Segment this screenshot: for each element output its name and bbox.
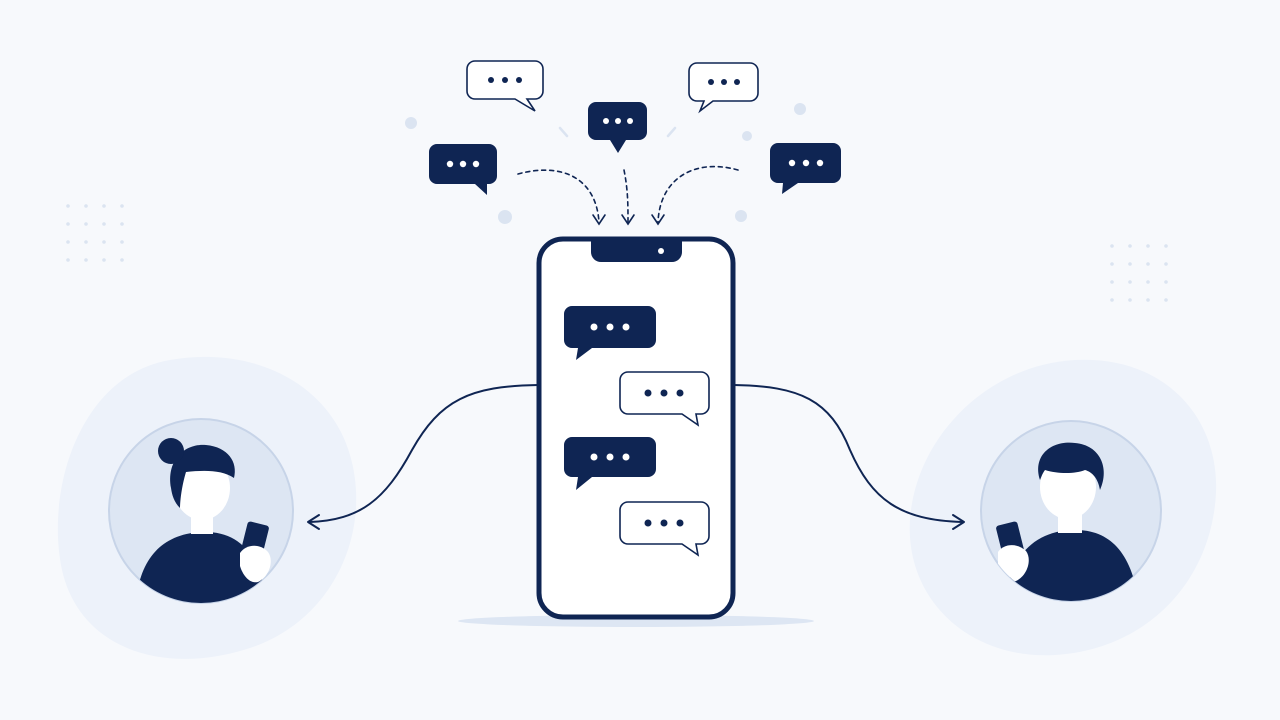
grid-dot xyxy=(102,222,106,226)
grid-dot xyxy=(66,204,70,208)
decor-dot xyxy=(735,210,747,222)
grid-dot xyxy=(66,258,70,262)
grid-dot xyxy=(120,204,124,208)
grid-dot xyxy=(1146,280,1150,284)
decor-dot xyxy=(498,210,512,224)
grid-dot xyxy=(120,258,124,262)
phone-message-incoming xyxy=(564,306,656,360)
grid-dot xyxy=(84,222,88,226)
woman-with-phone-icon xyxy=(108,418,294,604)
phone-notch xyxy=(591,241,682,262)
typing-speech-bubble-icon xyxy=(770,143,841,194)
grid-dot xyxy=(1128,244,1132,248)
typing-speech-bubble-icon xyxy=(429,144,497,195)
grid-dot xyxy=(120,240,124,244)
phone-message-incoming xyxy=(564,437,656,490)
grid-dot xyxy=(84,258,88,262)
grid-dot xyxy=(1164,262,1168,266)
grid-dot xyxy=(1146,262,1150,266)
phone-message-outgoing xyxy=(619,501,710,557)
grid-dot xyxy=(1128,298,1132,302)
phone-camera xyxy=(658,248,664,254)
connector-to-right-person xyxy=(733,384,965,530)
grid-dot xyxy=(1164,244,1168,248)
connector-to-left-person xyxy=(307,384,539,530)
grid-dot xyxy=(102,240,106,244)
phone-shadow xyxy=(458,615,814,627)
grid-dot xyxy=(1110,244,1114,248)
grid-dot xyxy=(84,204,88,208)
decor-dash xyxy=(558,126,569,138)
decor-dot xyxy=(794,103,806,115)
grid-dot xyxy=(1110,280,1114,284)
decor-dot xyxy=(742,131,752,141)
incoming-arrows xyxy=(517,165,739,226)
phone-body xyxy=(536,236,736,620)
decor-dash xyxy=(666,126,677,138)
grid-dot xyxy=(84,240,88,244)
decor-dot xyxy=(405,117,417,129)
smartphone-icon xyxy=(536,236,736,620)
dashed-arrow-middle xyxy=(623,169,629,223)
typing-speech-bubble-icon xyxy=(588,102,647,153)
dot-grid-right xyxy=(1110,244,1168,302)
grid-dot xyxy=(66,240,70,244)
dashed-arrow-left xyxy=(517,169,600,223)
typing-speech-bubble-icon xyxy=(466,60,544,112)
grid-dot xyxy=(1146,244,1150,248)
grid-dot xyxy=(1128,262,1132,266)
grid-dot xyxy=(1164,298,1168,302)
grid-dot xyxy=(120,222,124,226)
grid-dot xyxy=(102,258,106,262)
dashed-arrow-right xyxy=(657,165,739,223)
grid-dot xyxy=(1146,298,1150,302)
grid-dot xyxy=(66,222,70,226)
typing-speech-bubble-icon xyxy=(688,62,759,114)
man-with-phone-icon xyxy=(980,420,1162,602)
phone-message-outgoing xyxy=(619,371,710,427)
dot-grid-left xyxy=(66,204,124,262)
grid-dot xyxy=(102,204,106,208)
grid-dot xyxy=(1164,280,1168,284)
grid-dot xyxy=(1110,298,1114,302)
grid-dot xyxy=(1128,280,1132,284)
grid-dot xyxy=(1110,262,1114,266)
